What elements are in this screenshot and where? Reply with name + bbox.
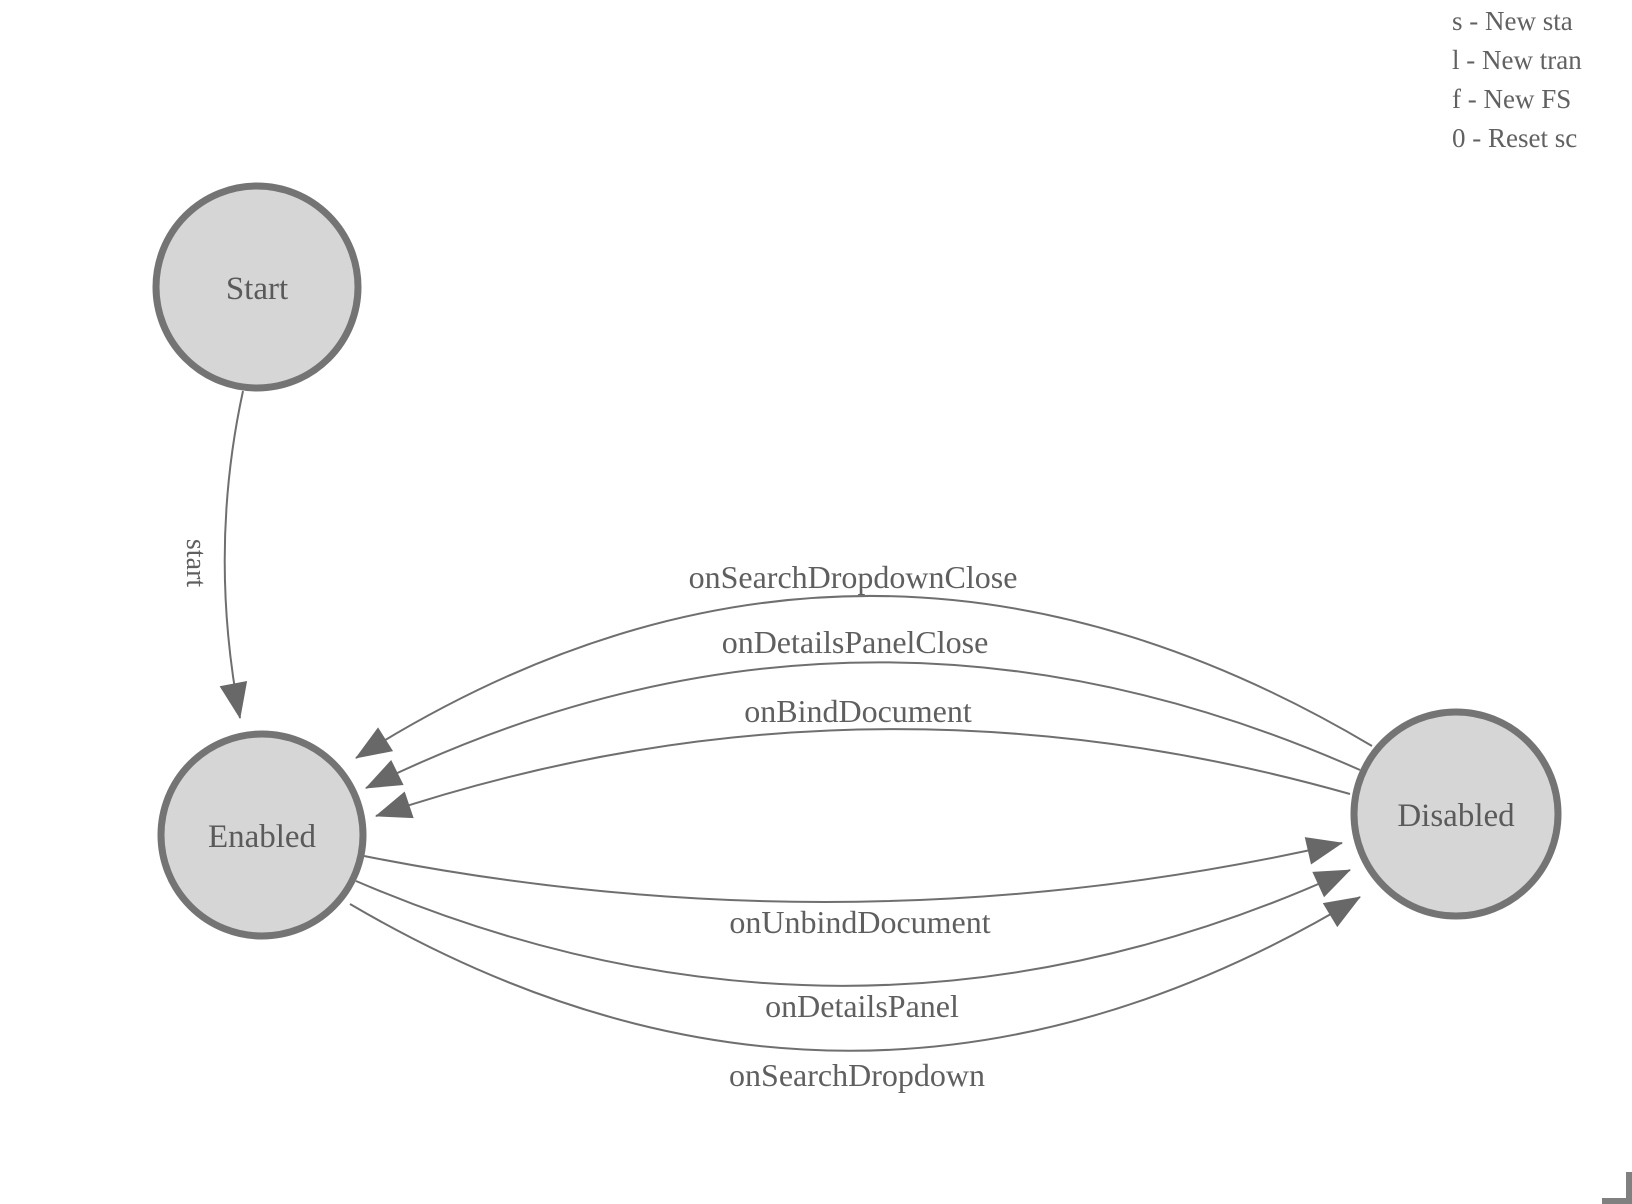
edge-label-on-bind-document: onBindDocument [744, 693, 972, 729]
state-node-enabled-label: Enabled [208, 819, 317, 855]
shortcut-legend: s - New sta l - New tran f - New FS 0 - … [1452, 2, 1582, 158]
shortcut-legend-item: 0 - Reset sc [1452, 123, 1578, 153]
shortcut-legend-item: f - New FS [1452, 84, 1572, 114]
edge-label-on-details-panel-close: onDetailsPanelClose [722, 624, 989, 660]
shortcut-legend-item: l - New tran [1452, 45, 1582, 75]
state-node-start[interactable]: Start [152, 182, 362, 392]
edge-label-on-unbind-document: onUnbindDocument [729, 904, 990, 940]
shortcut-legend-item: s - New sta [1452, 6, 1573, 36]
state-node-disabled-label: Disabled [1397, 798, 1515, 834]
edge-on-unbind-document[interactable] [363, 837, 1343, 903]
state-node-enabled[interactable]: Enabled [157, 730, 367, 940]
edge-label-on-details-panel: onDetailsPanel [765, 988, 959, 1024]
edge-on-bind-document[interactable] [375, 728, 1351, 819]
state-node-start-circle[interactable] [152, 182, 362, 392]
offscreen-panel-corner-horizontal [1602, 1198, 1632, 1204]
state-node-disabled-circle[interactable] [1350, 708, 1562, 920]
edge-on-search-dropdown-close[interactable] [355, 595, 1373, 759]
edge-label-start: start [180, 539, 211, 587]
edge-on-details-panel-close[interactable] [365, 661, 1361, 789]
state-node-disabled[interactable]: Disabled [1350, 708, 1562, 920]
edge-on-search-dropdown[interactable] [349, 896, 1361, 1052]
state-node-enabled-circle[interactable] [157, 730, 367, 940]
state-node-start-label: Start [226, 271, 288, 307]
edge-label-on-search-dropdown-close: onSearchDropdownClose [689, 559, 1018, 595]
edge-start-transition[interactable] [219, 390, 248, 719]
edge-on-details-panel[interactable] [355, 869, 1351, 987]
edge-label-on-search-dropdown: onSearchDropdown [729, 1057, 985, 1093]
offscreen-panel-corner-vertical [1626, 1172, 1632, 1204]
